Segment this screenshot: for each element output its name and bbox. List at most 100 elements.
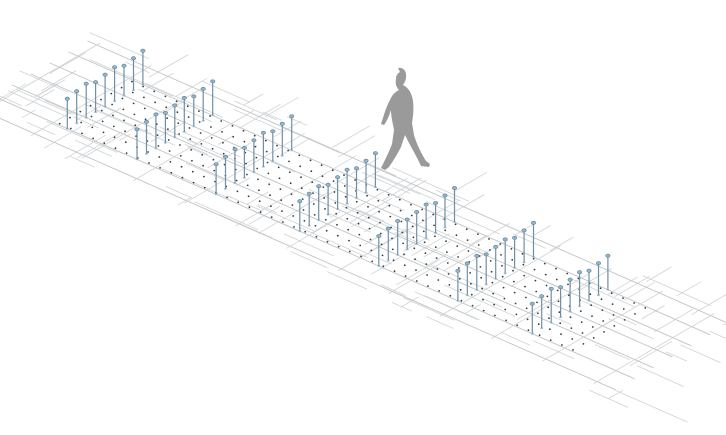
grid-dot: [612, 303, 614, 305]
grid-segment: [624, 282, 655, 300]
grid-dot: [458, 267, 460, 269]
grid-dot: [237, 201, 239, 203]
grid-dot: [323, 197, 325, 199]
post-cap: [154, 113, 158, 116]
grid-dot: [92, 138, 94, 140]
grid-dot: [271, 216, 273, 218]
post-cap: [540, 295, 544, 298]
grid-dot: [269, 194, 271, 196]
grid-dot: [624, 319, 626, 321]
grid-dot: [288, 161, 290, 163]
grid-dot: [121, 87, 123, 89]
grid-dot: [581, 321, 583, 323]
post-row: [298, 152, 378, 233]
grid-dot: [471, 294, 473, 296]
post: [484, 253, 488, 286]
grid-dot: [332, 169, 334, 171]
grid-main-line: [12, 85, 654, 368]
grid-dot: [166, 117, 168, 119]
grid-dot: [547, 306, 549, 308]
grid-dot: [393, 259, 395, 261]
post-cap: [587, 269, 591, 272]
grid-dot: [170, 172, 172, 174]
grid-dot: [170, 161, 172, 163]
post: [154, 113, 158, 150]
grid-dot: [304, 220, 306, 222]
post-cap: [144, 120, 148, 123]
grid-dot: [181, 166, 183, 168]
grid-dot: [290, 182, 292, 184]
grid-dot: [371, 261, 373, 263]
grid-segment: [709, 331, 726, 366]
grid-dot: [380, 233, 382, 235]
grid-dot: [426, 274, 428, 276]
post-rows: [65, 49, 610, 335]
grid-dot: [333, 180, 335, 182]
post-cap: [182, 96, 186, 99]
grid-dot: [633, 302, 635, 304]
post: [192, 95, 196, 128]
grid-segment: [454, 172, 487, 191]
grid-dot: [459, 278, 461, 280]
grid-dot: [526, 308, 528, 310]
post: [606, 254, 610, 291]
post-cap: [484, 253, 488, 256]
walking-person-figure: [381, 68, 430, 170]
grid-dot: [527, 318, 529, 320]
grid-dot: [292, 215, 294, 217]
grid-dot: [122, 98, 124, 100]
grid-segment: [443, 249, 481, 271]
post: [298, 200, 302, 233]
post-cap: [141, 49, 145, 52]
grid-dot: [259, 200, 261, 202]
grid-dot: [315, 225, 317, 227]
grid-segment: [680, 345, 720, 363]
post-cap: [373, 152, 377, 155]
grid-dot: [514, 292, 516, 294]
grid-segment: [45, 100, 79, 115]
grid-dot: [201, 154, 203, 156]
post-cap: [606, 254, 610, 257]
grid-dot: [153, 91, 155, 93]
grid-dot: [145, 118, 147, 120]
grid-dot: [110, 93, 112, 95]
grid-segment: [647, 267, 672, 281]
post-cap: [135, 128, 139, 131]
post: [252, 139, 256, 174]
grid-segment: [424, 296, 479, 320]
grid-dot: [555, 268, 557, 270]
grid-dot: [493, 304, 495, 306]
post: [135, 128, 139, 161]
grid-segment: [327, 272, 367, 290]
grid-dot: [188, 116, 190, 118]
grid-dot: [623, 308, 625, 310]
grid-dot: [304, 231, 306, 233]
grid-dot: [490, 260, 492, 262]
grid-dot: [359, 245, 361, 247]
grid-dot: [133, 103, 135, 105]
grid-dot: [523, 264, 525, 266]
grid-dot: [433, 225, 435, 227]
grid-dot: [456, 245, 458, 247]
grid-dot: [80, 122, 82, 124]
grid-dot: [491, 271, 493, 273]
post-cap: [122, 64, 126, 67]
grid-dot: [124, 130, 126, 132]
grid-segment: [608, 319, 646, 336]
post-cap: [364, 159, 368, 162]
grid-dot: [298, 155, 300, 157]
grid-dot: [103, 142, 105, 144]
grid-dot: [144, 108, 146, 110]
grid-dot: [501, 265, 503, 267]
post-cap: [335, 176, 339, 179]
ground-grid: [0, 33, 726, 423]
grid-dot: [437, 279, 439, 281]
post: [290, 115, 294, 152]
post-cap: [522, 229, 526, 232]
grid-dot: [611, 292, 613, 294]
grid-dot: [449, 295, 451, 297]
post-cap: [233, 148, 237, 151]
post: [103, 73, 107, 108]
grid-dot: [210, 126, 212, 128]
grid-dot: [349, 251, 351, 253]
